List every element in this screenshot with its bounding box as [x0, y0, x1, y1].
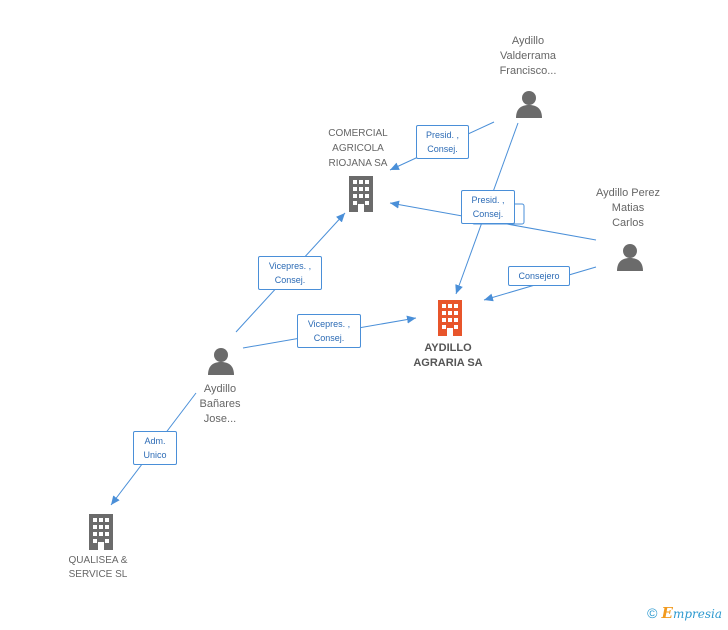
- node-label-aydillo-valderrama[interactable]: Aydillo Valderrama Francisco...: [478, 34, 578, 79]
- person-icon[interactable]: [615, 242, 645, 272]
- edge-label-line: Unico: [143, 450, 167, 460]
- node-label-line: RIOJANA SA: [328, 158, 388, 169]
- node-label-line: AGRARIA SA: [413, 357, 483, 369]
- building-icon[interactable]: [346, 176, 376, 212]
- node-label-line: Aydillo: [511, 35, 545, 47]
- edge-label-line: Consej.: [427, 144, 458, 154]
- edge-label-banares-qualisea[interactable]: Adm. Unico: [133, 431, 177, 465]
- node-label-line: Jose...: [203, 413, 237, 425]
- edge-label-line: Consej.: [472, 209, 504, 219]
- edge-label-line: Presid. ,: [425, 130, 459, 140]
- node-label-line: AGRICOLA: [332, 143, 384, 154]
- edge-label-perez-agraria[interactable]: Consejero: [508, 266, 570, 286]
- edge-label-banares-comercial[interactable]: Vicepres. , Consej.: [258, 256, 322, 290]
- node-label-line: SERVICE SL: [68, 569, 128, 580]
- building-icon[interactable]: [435, 300, 465, 336]
- edge-label-line: Vicepres. ,: [268, 261, 312, 271]
- edge-label-line: Consej.: [274, 275, 306, 285]
- copyright-icon: ©: [647, 605, 658, 621]
- edge-label-line: Presid. ,: [471, 195, 505, 205]
- node-label-aydillo-perez[interactable]: Aydillo Perez Matias Carlos: [578, 186, 678, 231]
- edge-label-valderrama-comercial[interactable]: Presid. , Consej.: [416, 125, 469, 159]
- empresia-brand[interactable]: © Empresia: [647, 604, 722, 622]
- building-icon[interactable]: [86, 514, 116, 550]
- node-label-qualisea[interactable]: QUALISEA & SERVICE SL: [48, 554, 148, 582]
- node-label-line: Francisco...: [499, 65, 557, 77]
- edge-label-line: Consejero: [518, 271, 560, 281]
- node-label-comercial-agricola[interactable]: COMERCIAL AGRICOLA RIOJANA SA: [308, 126, 408, 171]
- person-icon[interactable]: [206, 346, 236, 376]
- edge-label-valderrama-agraria[interactable]: Presid. , Consej.: [461, 190, 515, 224]
- node-label-line: Valderrama: [499, 50, 557, 62]
- node-label-line: QUALISEA &: [68, 555, 128, 566]
- node-label-line: AYDILLO: [424, 342, 472, 354]
- person-icon[interactable]: [514, 89, 544, 119]
- node-label-line: COMERCIAL: [328, 128, 388, 139]
- brand-logo-name: mpresia: [672, 607, 722, 621]
- brand-logo: Empresia: [662, 604, 723, 622]
- node-label-line: Bañares: [199, 398, 241, 410]
- node-label-line: Matias: [611, 202, 645, 214]
- node-label-aydillo-agraria[interactable]: AYDILLO AGRARIA SA: [398, 341, 498, 371]
- node-label-aydillo-banares[interactable]: Aydillo Bañares Jose...: [170, 382, 270, 427]
- edge-label-line: Consej.: [313, 333, 345, 343]
- node-label-line: Carlos: [612, 217, 644, 229]
- edge-label-banares-agraria[interactable]: Vicepres. , Consej.: [297, 314, 361, 348]
- edge-label-line: Adm.: [144, 436, 166, 446]
- brand-logo-initial: E: [661, 604, 673, 622]
- edge-label-line: Vicepres. ,: [307, 319, 351, 329]
- node-label-line: Aydillo Perez: [596, 187, 660, 199]
- node-label-line: Aydillo: [203, 383, 237, 395]
